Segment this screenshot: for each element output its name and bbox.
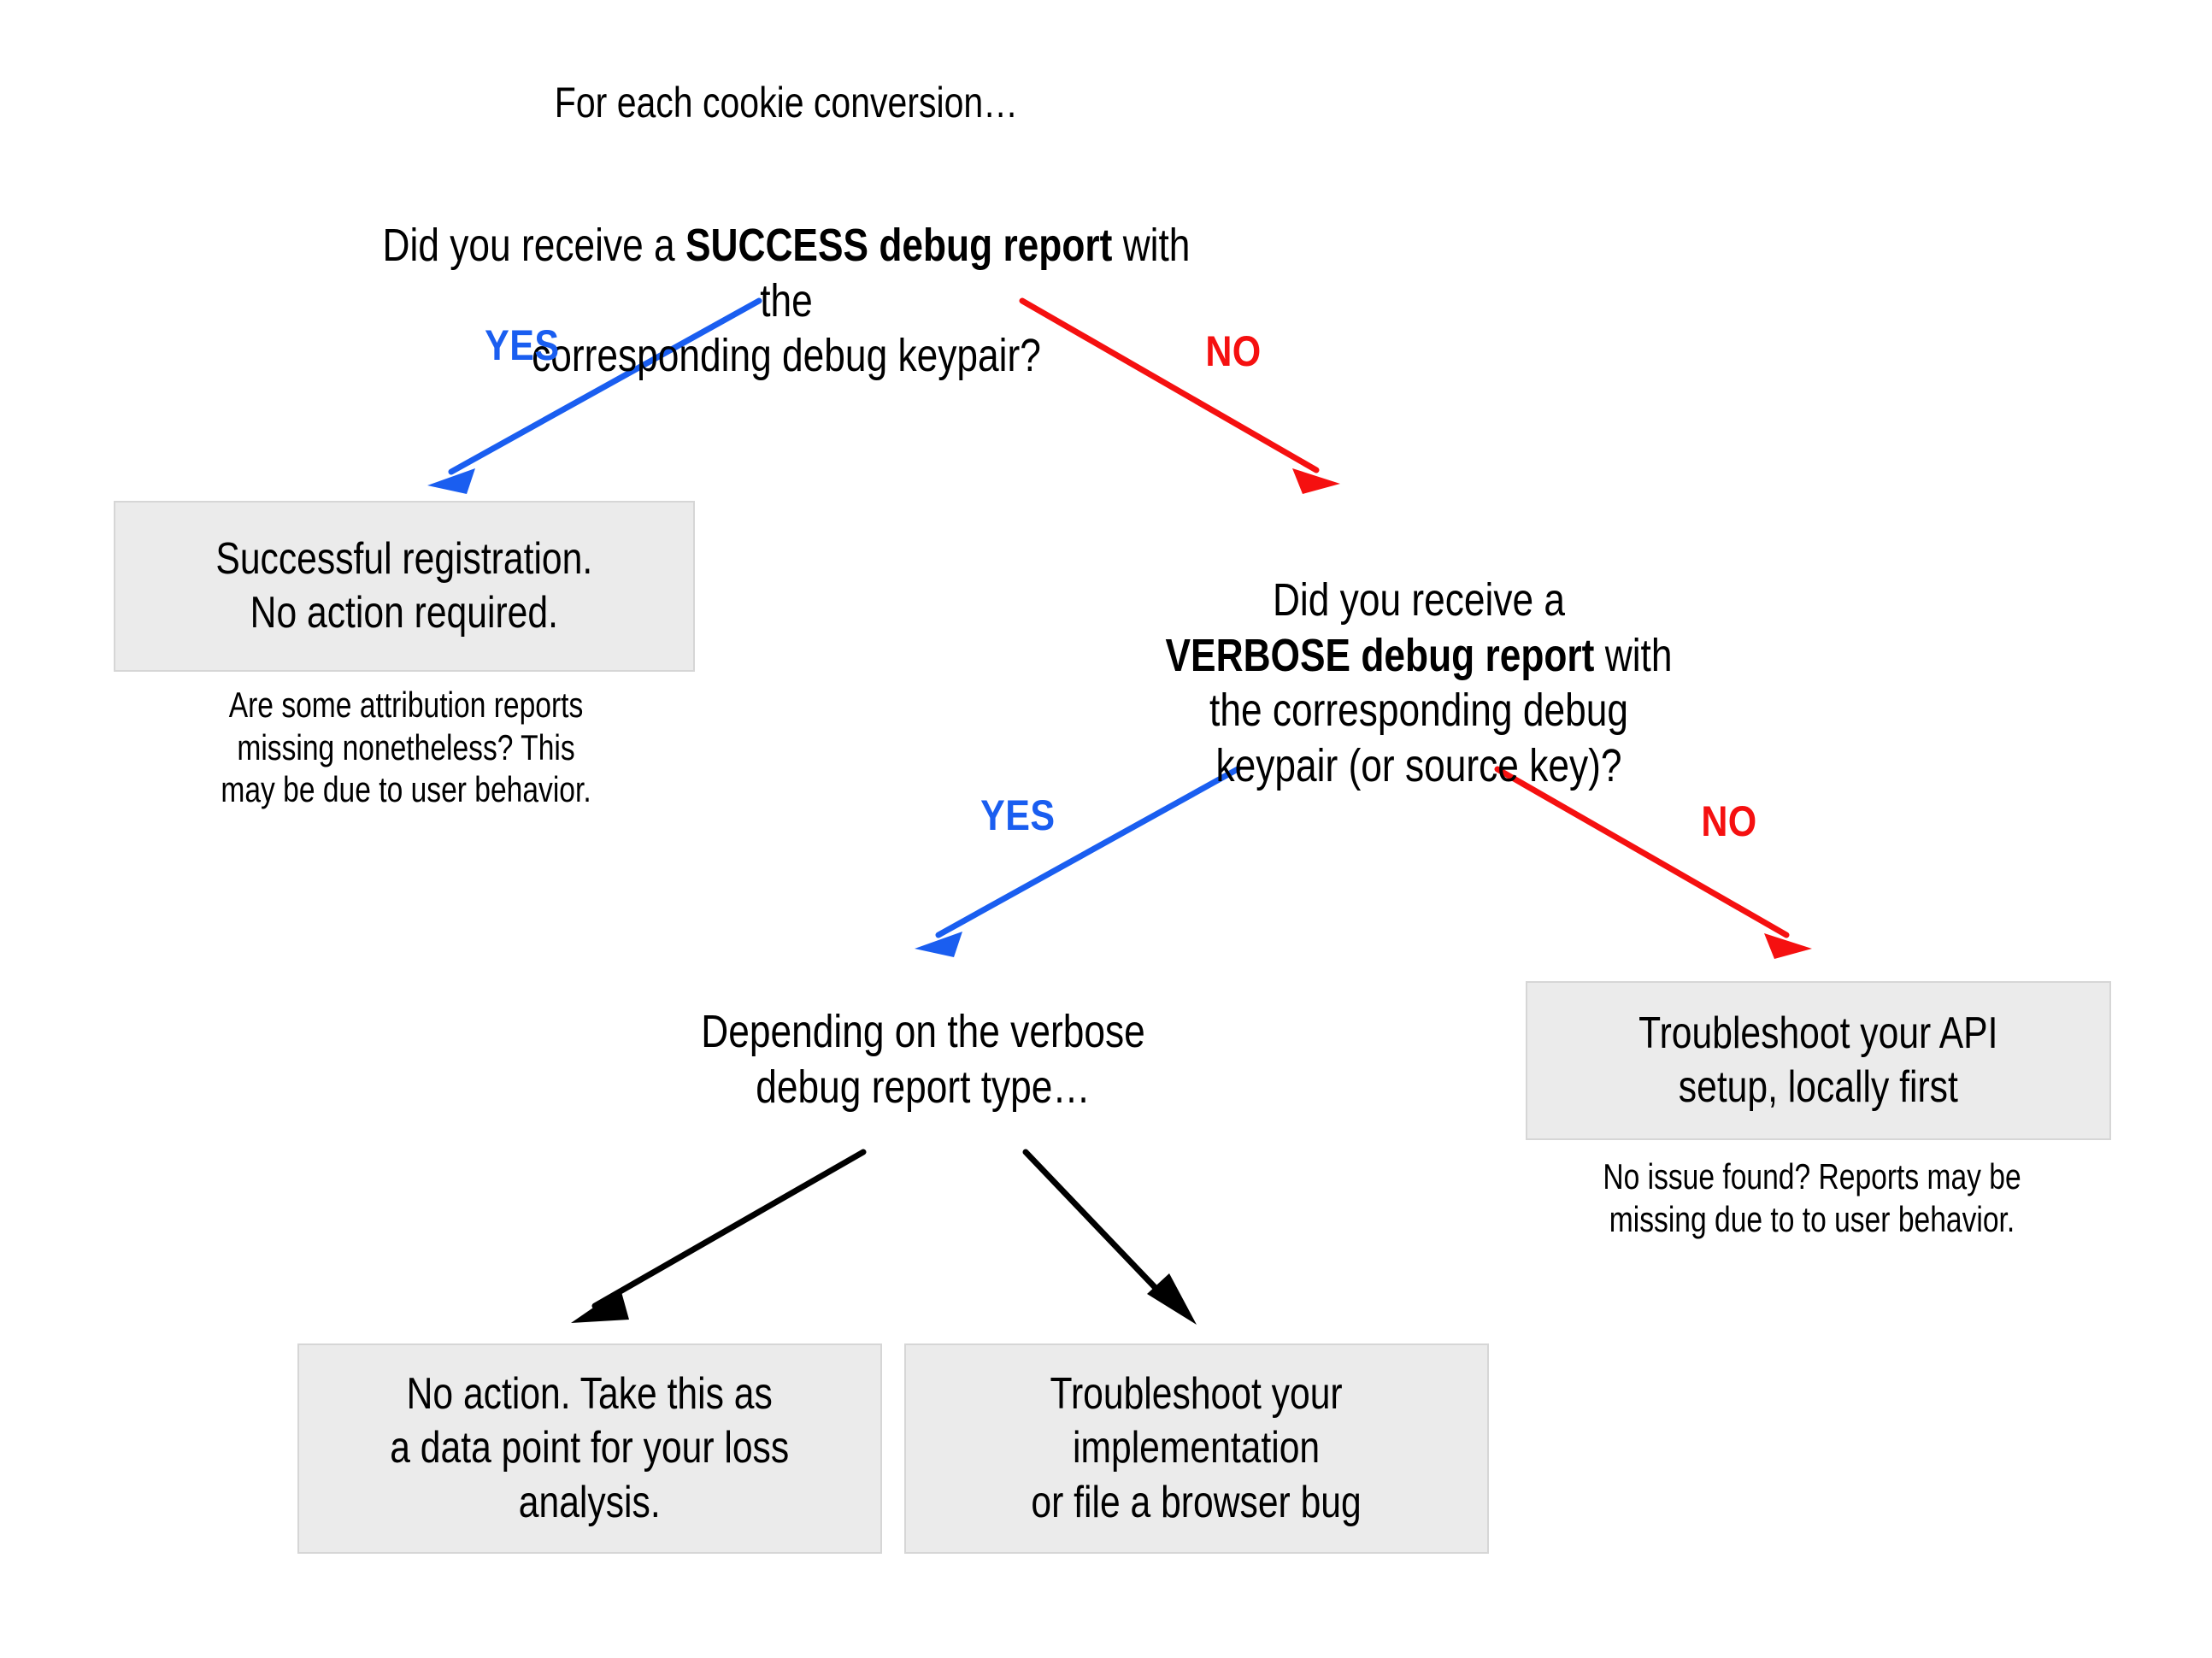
question-2-post: with the corresponding debug keypair (or… — [1209, 629, 1673, 792]
question-1-bold: SUCCESS debug report — [685, 219, 1113, 271]
box-troubleshoot-impl[interactable]: Troubleshoot your implementation or file… — [904, 1343, 1489, 1554]
caption-under-api-setup: No issue found? Reports may be missing d… — [1453, 1155, 2171, 1240]
caption-under-api-setup-text: No issue found? Reports may be missing d… — [1603, 1156, 2021, 1239]
edge-label-yes-1-text: YES — [485, 321, 560, 369]
box-api-setup[interactable]: Troubleshoot your API setup, locally fir… — [1526, 981, 2111, 1140]
box-success[interactable]: Successful registration. No action requi… — [114, 501, 695, 672]
edge-label-yes-1: YES — [479, 320, 566, 370]
edge-label-no-1-text: NO — [1205, 327, 1262, 375]
caption-under-success-text: Are some attribution reports missing non… — [221, 685, 591, 810]
box-troubleshoot-impl-text: Troubleshoot your implementation or file… — [1031, 1368, 1362, 1527]
edge-yes-2-arrow — [915, 766, 1241, 957]
box-no-action-text: No action. Take this as a data point for… — [390, 1368, 790, 1527]
caption-under-success: Are some attribution reports missing non… — [94, 684, 718, 811]
box-no-action[interactable]: No action. Take this as a data point for… — [297, 1343, 882, 1554]
edge-label-no-2-text: NO — [1701, 797, 1757, 845]
edge-label-no-2: NO — [1697, 797, 1762, 846]
question-3: Depending on the verbose debug report ty… — [598, 1004, 1248, 1115]
page-title: For each cookie conversion… — [359, 77, 1214, 128]
question-1: Did you receive a SUCCESS debug report w… — [256, 162, 1316, 384]
edge-label-yes-2: YES — [974, 791, 1062, 840]
question-3-text: Depending on the verbose debug report ty… — [701, 1006, 1145, 1113]
question-2-pre: Did you receive a — [1272, 573, 1566, 626]
question-2-bold: VERBOSE debug report — [1165, 629, 1595, 681]
question-1-pre: Did you receive a — [382, 219, 685, 271]
edge-label-no-1: NO — [1201, 326, 1266, 376]
edge-label-yes-2-text: YES — [980, 791, 1056, 839]
box-success-text: Successful registration. No action requi… — [215, 533, 593, 638]
box-api-setup-text: Troubleshoot your API setup, locally fir… — [1638, 1008, 1998, 1112]
page-title-text: For each cookie conversion… — [554, 79, 1019, 126]
question-2: Did you receive a VERBOSE debug report w… — [991, 517, 1846, 794]
edge-branch-right-arrow — [1022, 1149, 1197, 1325]
question-1-post: with the corresponding debug keypair? — [532, 219, 1191, 382]
edge-no-2-arrow — [1494, 766, 1812, 959]
